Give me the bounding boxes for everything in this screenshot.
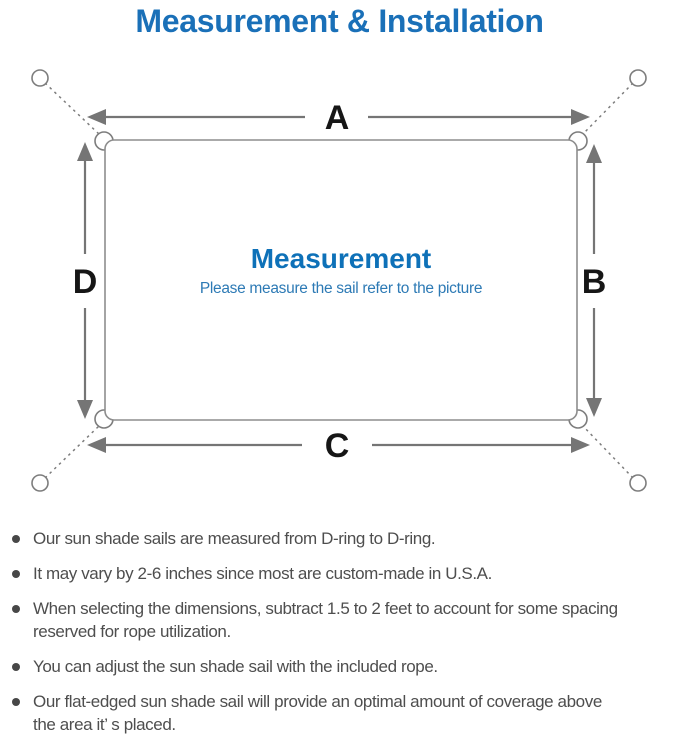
sail-outline: [104, 139, 578, 421]
anchor-lines: [44, 82, 634, 479]
anchor-ring-icon-top-right: [629, 69, 647, 87]
arrowhead-down-icon: [77, 400, 93, 419]
anchor-ring-icon-top-left: [31, 69, 49, 87]
arrowhead-left-icon: [87, 109, 106, 125]
anchor-ring-icon-bottom-left: [31, 474, 49, 492]
dimension-label-a: A: [325, 99, 350, 137]
bullet-icon: [12, 662, 20, 671]
arrowhead-right-icon: [571, 109, 590, 125]
note-text: You can adjust the sun shade sail with t…: [33, 657, 438, 676]
bullet-icon: [12, 697, 20, 706]
note-text: Our sun shade sails are measured from D-…: [33, 529, 436, 548]
diagram-center-title: Measurement: [251, 243, 432, 274]
diagram-center-subtitle: Please measure the sail refer to the pic…: [200, 280, 482, 297]
note-item: When selecting the dimensions, subtract …: [12, 597, 670, 643]
note-text: Our flat-edged sun shade sail will provi…: [33, 692, 602, 734]
arrowhead-up-icon: [586, 144, 602, 163]
note-item: Our sun shade sails are measured from D-…: [12, 527, 670, 550]
page-title: Measurement & Installation: [135, 3, 544, 39]
bullet-icon: [12, 569, 20, 578]
anchor-points: [31, 69, 647, 492]
notes-list: Our sun shade sails are measured from D-…: [12, 527, 670, 739]
bullet-icon: [12, 534, 20, 543]
dimension-label-d: D: [73, 263, 98, 301]
arrowhead-down-icon: [586, 398, 602, 417]
note-text: It may vary by 2-6 inches since most are…: [33, 564, 492, 583]
note-item: Our flat-edged sun shade sail will provi…: [12, 690, 670, 736]
arrowhead-left-icon: [87, 437, 106, 453]
anchor-line-bottom-left: [44, 424, 101, 479]
bullet-icon: [12, 604, 20, 613]
measurement-diagram: A B C D Measurement Please measure the s…: [31, 69, 647, 492]
anchor-line-bottom-right: [581, 424, 634, 479]
anchor-line-top-right: [581, 82, 634, 136]
note-item: It may vary by 2-6 inches since most are…: [12, 562, 670, 585]
note-text: When selecting the dimensions, subtract …: [33, 599, 618, 641]
anchor-line-top-left: [44, 82, 101, 136]
anchor-ring-icon-bottom-right: [629, 474, 647, 492]
dimension-label-c: C: [325, 427, 350, 465]
dimension-label-b: B: [582, 263, 607, 301]
arrowhead-up-icon: [77, 142, 93, 161]
note-item: You can adjust the sun shade sail with t…: [12, 655, 670, 678]
arrowhead-right-icon: [571, 437, 590, 453]
